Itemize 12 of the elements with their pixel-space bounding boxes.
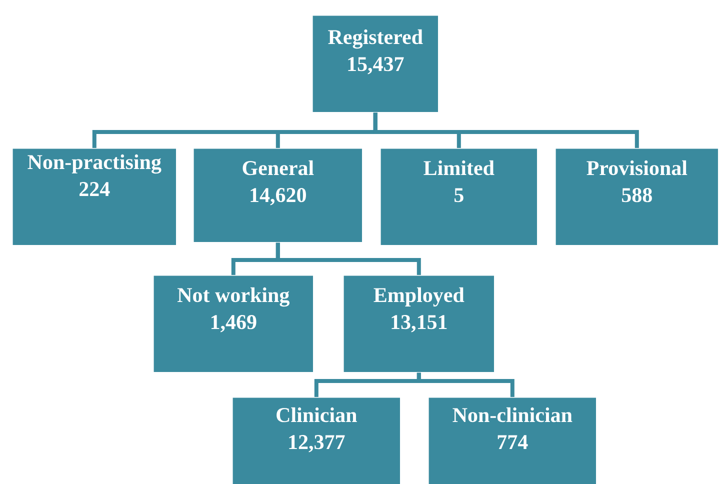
org-box: Non-clinician 774 [428, 397, 597, 484]
org-box: Non-practising 224 [12, 148, 177, 246]
org-box: Not working 1,469 [153, 275, 314, 373]
org-box: Limited 5 [380, 148, 538, 246]
org-box: Clinician 12,377 [232, 397, 401, 484]
org-box: General 14,620 [193, 148, 363, 243]
connector-line [276, 242, 421, 275]
connector-line [416, 372, 514, 397]
org-box: Employed 13,151 [343, 275, 495, 373]
org-box: Provisional 588 [555, 148, 719, 246]
org-box: Registered 15,437 [312, 15, 439, 113]
connector-line [373, 112, 639, 148]
